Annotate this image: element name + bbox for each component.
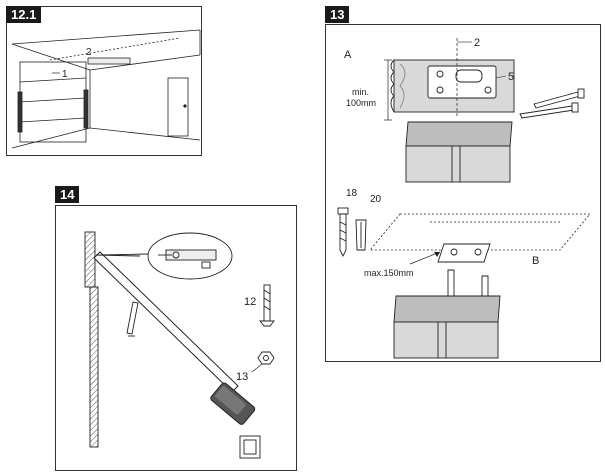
lag-screws — [519, 88, 585, 119]
wall-plug-20 — [355, 219, 367, 251]
ceiling-bracket-b — [437, 243, 491, 263]
callout-13-20: 20 — [370, 194, 382, 205]
callout-12-1-2: 2 — [86, 47, 92, 58]
callout-13-100mm: 100mm — [346, 98, 376, 108]
detail-bubble — [99, 232, 233, 280]
nut-13 — [257, 351, 275, 365]
anchor-bolt-18 — [337, 207, 349, 258]
strut — [126, 301, 139, 337]
callout-13-B: B — [532, 255, 539, 267]
motor-unit — [210, 382, 256, 425]
header-bracket — [427, 65, 497, 99]
door-top-a — [405, 121, 513, 183]
wall-section — [84, 231, 99, 448]
callout-13-max: max.150mm — [364, 268, 414, 278]
door-top-b — [393, 295, 501, 359]
callout-13-2: 2 — [474, 37, 480, 49]
panel-14-tag: 14 — [55, 186, 80, 203]
callout-13-18: 18 — [346, 188, 358, 199]
panel-13-tag: 13 — [325, 6, 350, 23]
callout-14-13: 13 — [236, 371, 248, 383]
callout-14-12: 12 — [244, 296, 256, 308]
callout-13-min: min. — [352, 87, 369, 97]
panel-12-1-tag: 12.1 — [6, 6, 42, 23]
callout-13-5: 5 — [508, 71, 514, 83]
support-post — [239, 435, 261, 459]
garage-scene — [11, 29, 201, 149]
callout-13-A: A — [344, 49, 352, 61]
ceiling-beam-b — [369, 213, 591, 251]
callout-12-1-1: 1 — [62, 69, 68, 80]
bolt-12 — [259, 284, 275, 327]
